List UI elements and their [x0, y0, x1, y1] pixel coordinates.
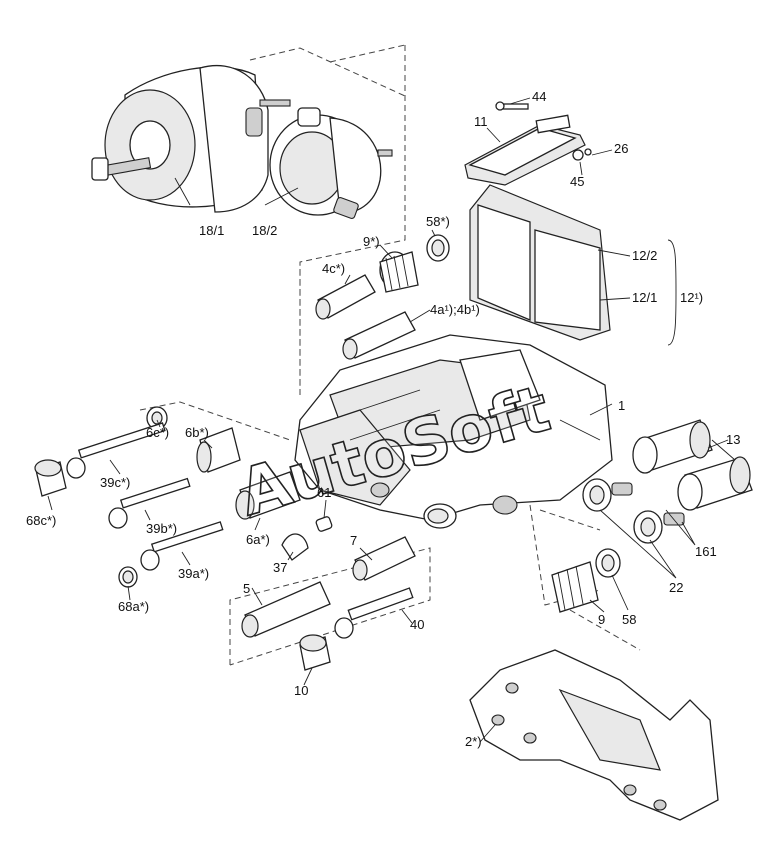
label-12: 12¹) [680, 290, 703, 305]
label-58: 58 [622, 612, 636, 627]
label-68a: 68a*) [118, 599, 149, 614]
label-1: 1 [618, 398, 625, 413]
label-61: 61 [317, 485, 331, 500]
label-68c: 68c*) [26, 513, 56, 528]
screw-40 [334, 587, 414, 639]
label-40: 40 [410, 617, 424, 632]
callout-labels: 44 11 26 45 18/1 18/2 58*) 9*) 4c*) 12/2… [26, 89, 740, 749]
washer-26-pin-45 [572, 148, 592, 161]
ring-22-lower [633, 510, 663, 544]
boot-13-lower [677, 456, 753, 511]
label-22: 22 [669, 580, 683, 595]
label-6a: 6a*) [246, 532, 270, 547]
bolt-39b [108, 477, 191, 529]
label-9: 9 [598, 612, 605, 627]
cap-68a [118, 566, 138, 588]
label-2: 2*) [465, 734, 482, 749]
label-4a-4b: 4a¹);4b¹) [430, 302, 480, 317]
label-5: 5 [243, 581, 250, 596]
bolt-39a [140, 521, 224, 571]
brake-chamber-18-2 [269, 107, 393, 219]
ring-22-upper [582, 478, 612, 512]
label-37: 37 [273, 560, 287, 575]
cap-37 [281, 533, 309, 561]
label-13: 13 [726, 432, 740, 447]
bush-58-top [426, 234, 450, 262]
cap-10 [299, 634, 331, 671]
label-10: 10 [294, 683, 308, 698]
label-18-1: 18/1 [199, 223, 224, 238]
label-39a: 39a*) [178, 566, 209, 581]
label-44: 44 [532, 89, 546, 104]
bolt-39c [66, 422, 166, 479]
label-58-star: 58*) [426, 214, 450, 229]
label-9-star: 9*) [363, 234, 380, 249]
pin-7 [352, 536, 416, 581]
label-12-1: 12/1 [632, 290, 657, 305]
bush-58-bottom [595, 548, 621, 578]
carrier-2 [469, 649, 719, 821]
guide-sleeve-6b [196, 427, 241, 473]
label-26: 26 [614, 141, 628, 156]
label-11: 11 [474, 114, 488, 129]
bellows-9-top [379, 251, 419, 293]
label-18-2: 18/2 [252, 223, 277, 238]
label-39b: 39b*) [146, 521, 177, 536]
label-4c: 4c*) [322, 261, 345, 276]
label-39c: 39c*) [100, 475, 130, 490]
pin-61 [315, 516, 333, 532]
assembly-guide-lines [139, 44, 641, 666]
label-7: 7 [350, 533, 357, 548]
cap-68c [34, 459, 67, 497]
screw-44 [495, 101, 529, 111]
guide-pin-5 [241, 581, 331, 638]
guide-sleeve-6a [235, 471, 301, 520]
guide-pin-4ab [342, 311, 416, 360]
brake-chamber-18-1 [91, 64, 291, 213]
label-6b: 6b*) [185, 425, 209, 440]
pad-retainer-11 [464, 114, 586, 186]
brake-pads-12 [469, 184, 677, 346]
label-6c: 6c*) [146, 425, 169, 440]
caliper-body-1 [294, 334, 613, 529]
label-161: 161 [695, 544, 717, 559]
label-12-2: 12/2 [632, 248, 657, 263]
boot-13-upper [632, 419, 713, 474]
bellows-9-bottom [551, 561, 599, 613]
label-45: 45 [570, 174, 584, 189]
leader-lines [47, 97, 736, 743]
guide-pin-4c [315, 274, 376, 320]
